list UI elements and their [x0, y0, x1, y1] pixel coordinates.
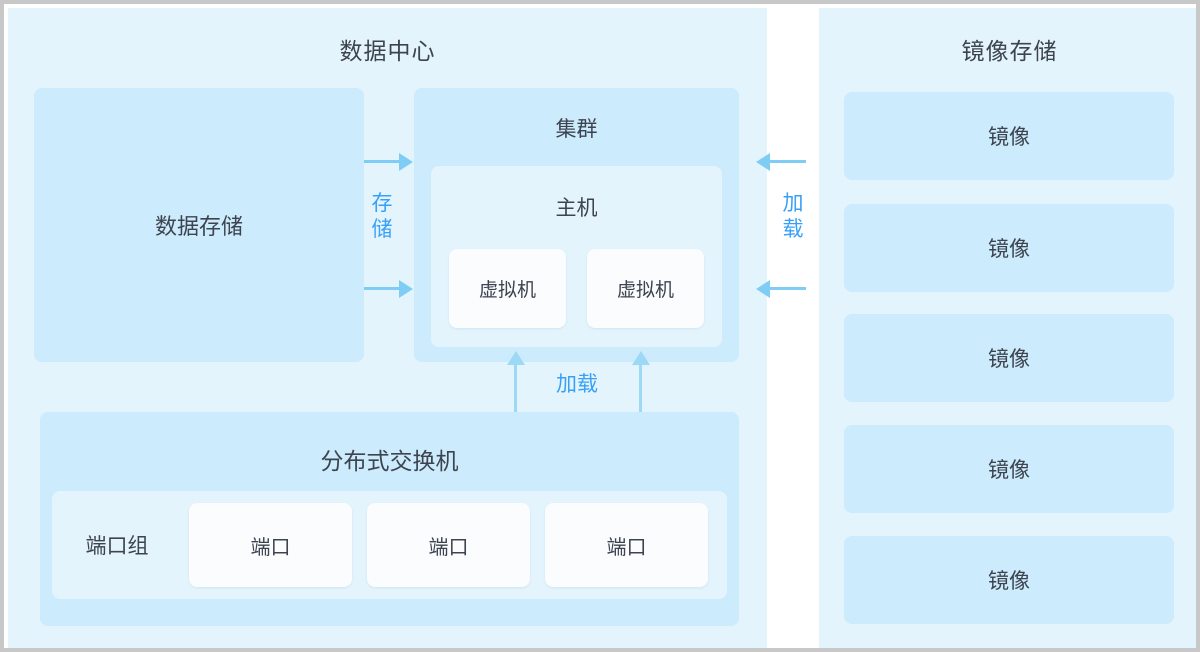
mirror-image-box[interactable]: 镜像 [844, 536, 1174, 624]
mirror-storage-title: 镜像存储 [961, 38, 1058, 64]
port-label: 端口 [250, 536, 291, 559]
arrow-left-icon [769, 287, 806, 290]
data-storage-box[interactable]: 数据存储 [34, 88, 364, 362]
arrow-right-icon [364, 160, 400, 163]
storage-arrow-label: 存储 [371, 192, 393, 242]
arrow-up-icon [514, 364, 517, 412]
distributed-switch-label: 分布式交换机 [320, 448, 459, 474]
vm-label: 虚拟机 [616, 280, 674, 301]
port-group-label: 端口组 [85, 535, 149, 558]
arrow-up-icon [639, 364, 642, 412]
mirror-image-label: 镜像 [988, 238, 1030, 261]
mirror-image-box[interactable]: 镜像 [844, 425, 1174, 513]
port-box[interactable]: 端口 [367, 503, 530, 587]
mirror-image-label: 镜像 [988, 348, 1030, 371]
vm-box[interactable]: 虚拟机 [587, 249, 704, 328]
vm-box[interactable]: 虚拟机 [449, 249, 566, 328]
mirror-image-label: 镜像 [988, 570, 1030, 593]
port-box[interactable]: 端口 [545, 503, 708, 587]
host-label: 主机 [555, 197, 598, 220]
data-storage-label: 数据存储 [154, 214, 243, 239]
mirror-image-label: 镜像 [988, 459, 1030, 482]
datacenter-title: 数据中心 [339, 38, 436, 64]
mirror-image-box[interactable]: 镜像 [844, 204, 1174, 292]
mirror-image-label: 镜像 [988, 126, 1030, 149]
load-arrow-label-bottom: 加载 [556, 373, 598, 396]
mirror-image-box[interactable]: 镜像 [844, 92, 1174, 180]
arrow-left-icon [769, 160, 806, 163]
load-arrow-label-right: 加载 [782, 192, 804, 242]
cluster-label: 集群 [555, 118, 598, 141]
port-label: 端口 [606, 536, 647, 559]
port-box[interactable]: 端口 [189, 503, 352, 587]
port-label: 端口 [428, 536, 469, 559]
arrow-right-icon [364, 287, 400, 290]
mirror-image-box[interactable]: 镜像 [844, 314, 1174, 402]
vm-label: 虚拟机 [478, 280, 536, 301]
